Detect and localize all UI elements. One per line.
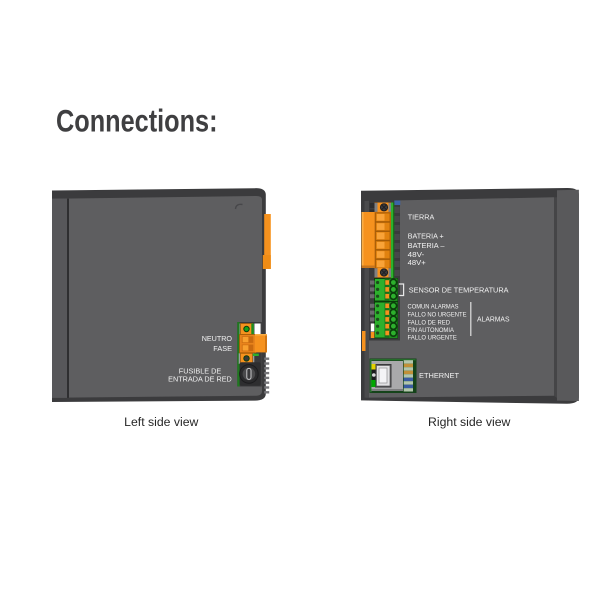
svg-text:FASE: FASE bbox=[213, 344, 232, 353]
svg-text:BATERIA –: BATERIA – bbox=[408, 241, 446, 250]
svg-text:FALLO DE RED: FALLO DE RED bbox=[408, 319, 451, 326]
svg-text:Connections:: Connections: bbox=[56, 104, 218, 139]
svg-text:48V-: 48V- bbox=[408, 250, 425, 259]
svg-text:BATERIA +: BATERIA + bbox=[408, 232, 444, 241]
svg-text:ALARMAS: ALARMAS bbox=[477, 315, 510, 324]
svg-text:FIN AUTONOMIA: FIN AUTONOMIA bbox=[408, 327, 455, 334]
svg-text:NEUTRO: NEUTRO bbox=[202, 334, 233, 343]
svg-text:COMUN ALARMAS: COMUN ALARMAS bbox=[408, 304, 460, 311]
svg-text:FALLO NO URGENTE: FALLO NO URGENTE bbox=[408, 312, 468, 319]
svg-text:TIERRA: TIERRA bbox=[408, 212, 435, 221]
svg-text:FUSIBLE DE: FUSIBLE DE bbox=[179, 367, 222, 376]
svg-text:Left side view: Left side view bbox=[124, 415, 198, 429]
svg-text:FALLO URGENTE: FALLO URGENTE bbox=[408, 335, 458, 342]
svg-text:ETHERNET: ETHERNET bbox=[419, 371, 460, 380]
svg-text:Right side view: Right side view bbox=[428, 415, 511, 429]
svg-text:ENTRADA DE RED: ENTRADA DE RED bbox=[168, 374, 232, 383]
svg-text:48V+: 48V+ bbox=[408, 258, 426, 267]
svg-text:SENSOR DE TEMPERATURA: SENSOR DE TEMPERATURA bbox=[409, 285, 509, 294]
